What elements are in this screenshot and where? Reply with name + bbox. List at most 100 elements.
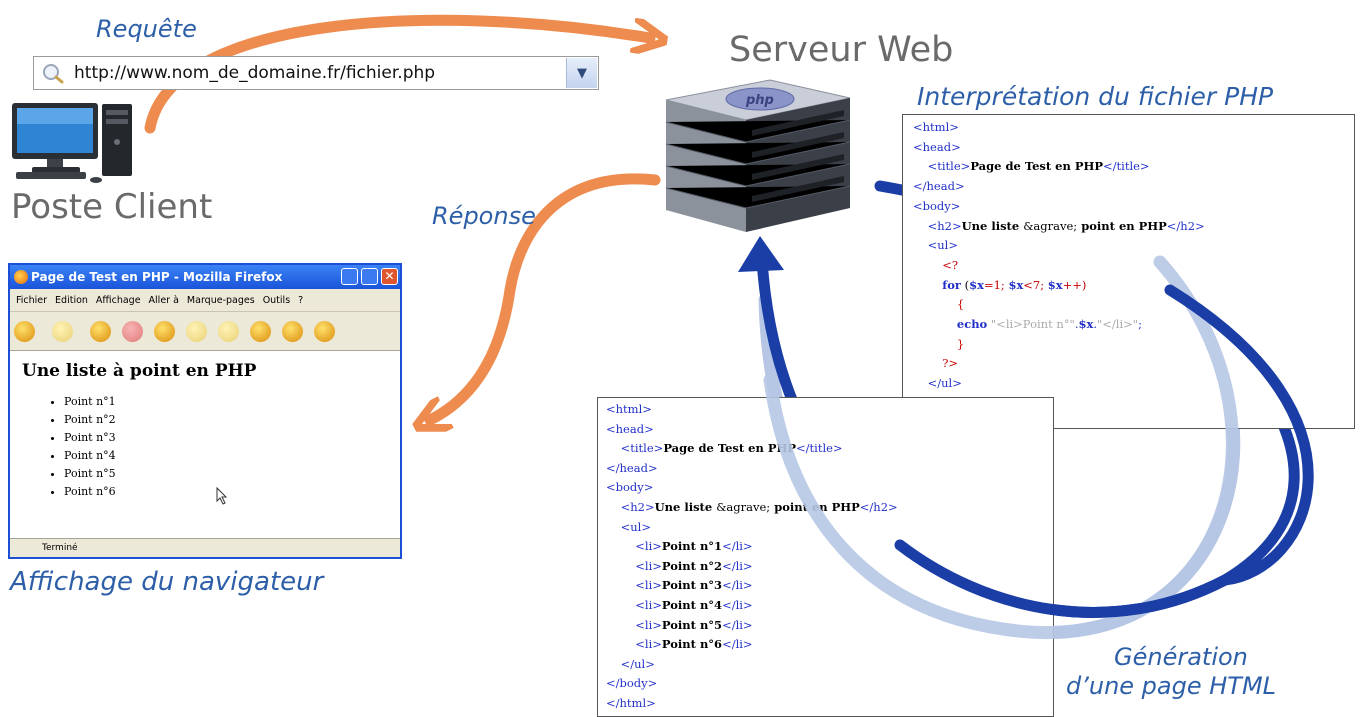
code-token: <title> (927, 159, 971, 174)
code-token: Une liste (654, 500, 717, 514)
toolbar-button-8[interactable] (250, 321, 271, 342)
code-token (913, 278, 942, 292)
magnifier-icon (43, 64, 64, 84)
code-token: <li> (635, 598, 662, 612)
code-token: <ul> (927, 238, 958, 253)
address-bar[interactable]: http://www.nom_de_domaine.fr/fichier.php… (33, 56, 599, 90)
code-token: </html> (606, 696, 656, 710)
code-token: } (956, 336, 965, 351)
code-token: $x (1047, 277, 1063, 292)
menu-item[interactable]: Aller à (148, 294, 179, 306)
stop-button[interactable] (122, 321, 143, 342)
code-token: $x (969, 277, 984, 292)
code-token: </li> (722, 578, 753, 593)
code-token: </h2> (859, 500, 898, 514)
code-line: <li>Point n°6</li> (606, 637, 752, 652)
code-line: for ($x=1; $x<7; $x++) (913, 278, 1086, 292)
computer-icon (12, 103, 132, 183)
forward-button[interactable] (52, 321, 73, 342)
code-line: <head> (913, 140, 961, 154)
code-token: <title> (620, 441, 664, 456)
code-token: point en PHP (1077, 218, 1167, 233)
code-line: <html> (913, 120, 959, 134)
browser-title: Page de Test en PHP - Mozilla Firefox (31, 270, 283, 284)
generation-label-line1: Génération (1114, 643, 1248, 671)
code-line: ?> (913, 356, 958, 370)
menu-item[interactable]: Marque-pages (186, 294, 255, 306)
code-token (913, 297, 957, 311)
code-token: </body> (606, 676, 658, 691)
reload-button[interactable] (90, 321, 111, 342)
code-line: </head> (606, 461, 658, 475)
home-button[interactable] (154, 321, 175, 342)
code-token: </li> (722, 558, 753, 573)
code-token (913, 238, 928, 252)
code-line: <li>Point n°3</li> (606, 578, 753, 593)
code-line: } (913, 337, 964, 351)
dropdown-arrow-icon[interactable]: ▼ (566, 58, 597, 88)
menu-item[interactable]: Fichier (16, 294, 48, 306)
code-line: <h2>Une liste &agrave; point en PHP</h2> (606, 500, 898, 514)
code-line: <h2>Une liste &agrave; point en PHP</h2> (913, 219, 1205, 233)
toolbar-button-7[interactable] (218, 321, 239, 342)
code-token: <html> (913, 120, 959, 134)
code-token: point en PHP (770, 500, 860, 514)
code-token: Point n°6 (661, 637, 723, 652)
code-token (606, 657, 621, 671)
code-token: for (942, 277, 961, 292)
code-token: &agrave; (716, 500, 771, 514)
back-button[interactable] (14, 321, 35, 342)
menu-item[interactable]: Edition (55, 294, 88, 306)
code-line: <body> (606, 480, 653, 494)
code-token: <html> (606, 402, 652, 416)
code-token: <7; (1023, 277, 1048, 292)
code-token (913, 258, 942, 272)
code-token: $x (1008, 277, 1024, 292)
code-token: </head> (606, 460, 658, 475)
list-item: Point n°3 (64, 429, 388, 447)
menu-item[interactable]: Outils (262, 294, 291, 306)
code-token: </li> (722, 598, 753, 612)
php-code-panel: <html> <head> <title>Page de Test en PHP<… (902, 114, 1355, 430)
code-line: <title>Page de Test en PHP</title> (913, 159, 1150, 173)
code-line: </body> (606, 676, 657, 690)
page-list: Point n°1Point n°2Point n°3Point n°4Poin… (22, 393, 388, 501)
interpretation-label: Interprétation du fichier PHP (917, 82, 1274, 111)
browser-content: Une liste à point en PHP Point n°1Point … (10, 351, 400, 501)
code-token (913, 317, 957, 331)
list-item: Point n°6 (64, 483, 388, 501)
code-token: </title> (796, 441, 843, 456)
mail-button[interactable] (314, 321, 335, 342)
code-line: <ul> (913, 238, 958, 252)
browser-title-bar: Page de Test en PHP - Mozilla Firefox ✕ (10, 265, 400, 289)
code-token: <ul> (620, 519, 651, 534)
browser-toolbar (10, 312, 400, 351)
code-token (606, 441, 621, 455)
code-token: </li> (722, 539, 753, 554)
close-icon[interactable]: ✕ (381, 268, 398, 285)
code-token (606, 520, 621, 534)
code-line: </ul> (913, 376, 962, 390)
code-token: Point n°5 (661, 617, 723, 632)
code-line: <li>Point n°2</li> (606, 558, 753, 573)
page-heading: Une liste à point en PHP (22, 361, 257, 381)
code-token (606, 618, 635, 632)
code-token: &agrave; (1023, 218, 1078, 233)
code-line: <li>Point n°1</li> (606, 539, 753, 554)
code-token: <li> (635, 539, 662, 554)
code-line: { (913, 297, 964, 311)
code-line: </head> (913, 179, 965, 193)
code-token: </ul> (620, 656, 655, 671)
maximize-button[interactable] (361, 268, 378, 285)
toolbar-button-6[interactable] (186, 321, 207, 342)
code-line: <ul> (606, 520, 651, 534)
list-item: Point n°1 (64, 393, 388, 411)
code-line: </html> (606, 696, 656, 710)
menu-item[interactable]: Affichage (95, 294, 141, 306)
menu-item[interactable]: ? (298, 294, 304, 306)
minimize-button[interactable] (341, 268, 358, 285)
print-button[interactable] (282, 321, 303, 342)
code-token (913, 159, 928, 173)
code-token: <body> (606, 480, 654, 495)
code-token: $x (1078, 317, 1094, 331)
